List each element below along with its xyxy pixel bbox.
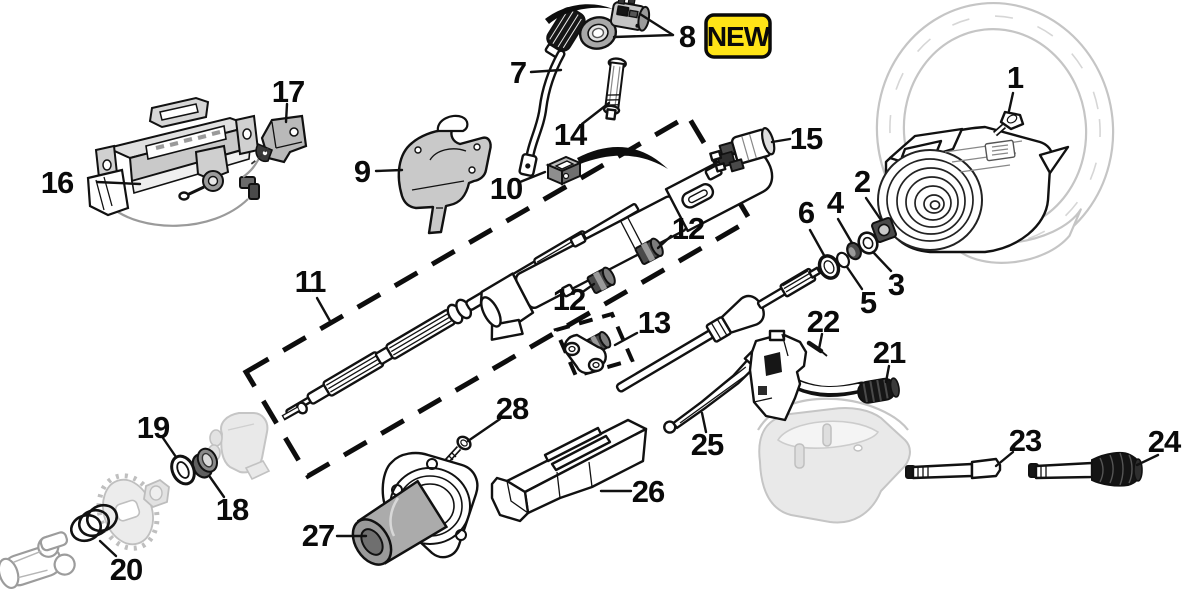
main-column-dashed-box [242, 112, 754, 480]
callout-11[interactable]: 11 [295, 264, 328, 299]
callout-labels: 16 17 7 8 14 10 9 15 1 2 3 4 5 6 11 12 1… [41, 19, 1183, 587]
callout-15[interactable]: 15 [790, 121, 824, 156]
intermediate-shaft [615, 266, 822, 393]
callout-5[interactable]: 5 [860, 285, 878, 320]
part-13-clamp [563, 331, 612, 375]
part-15-ignition-switch [709, 127, 776, 173]
new-badge-label: NEW [707, 21, 771, 52]
callout-8[interactable]: 8 [679, 19, 697, 54]
part-28-bolt [444, 435, 472, 464]
part-18-bearing [191, 447, 218, 479]
callout-4[interactable]: 4 [827, 185, 846, 220]
callout-24[interactable]: 24 [1148, 424, 1183, 459]
callout-12-upper[interactable]: 12 [672, 211, 705, 246]
part-26-channel-bracket [490, 418, 648, 523]
callout-7[interactable]: 7 [510, 55, 527, 90]
callout-22[interactable]: 22 [807, 304, 840, 339]
nut-ghost [143, 478, 170, 509]
part-14-pin [602, 57, 627, 121]
column-jacket [479, 146, 774, 341]
part-23-rod [905, 457, 1002, 480]
part-17-bracket [247, 114, 308, 167]
callout-27[interactable]: 27 [302, 518, 335, 553]
part-8-lock-cylinder [578, 0, 651, 50]
callout-28[interactable]: 28 [496, 391, 530, 426]
callout-26[interactable]: 26 [632, 474, 666, 509]
callout-10[interactable]: 10 [490, 171, 523, 206]
callout-13[interactable]: 13 [638, 305, 672, 340]
new-badge-background [704, 13, 772, 59]
callout-19[interactable]: 19 [137, 410, 171, 445]
callout-2[interactable]: 2 [854, 164, 871, 199]
part-12-bushing-lower [586, 266, 616, 294]
callout-25[interactable]: 25 [691, 427, 725, 462]
part-24-tool [1028, 451, 1143, 487]
part-16-shift-indicator [86, 96, 264, 227]
switch-ghost [207, 412, 271, 481]
callout-23[interactable]: 23 [1009, 423, 1043, 458]
lower-shroud-ghost [757, 397, 911, 524]
part-4-washer [846, 241, 862, 261]
callout-16[interactable]: 16 [41, 165, 75, 200]
swoosh-arrow-top [545, 4, 613, 24]
callout-21[interactable]: 21 [873, 335, 907, 370]
swoosh-arrow-mid [577, 147, 668, 169]
part-3-ring [857, 231, 879, 255]
callout-9[interactable]: 9 [354, 154, 372, 189]
part-27-bearing-retainer [351, 451, 479, 566]
u-joint-ghost [0, 531, 76, 589]
callout-1[interactable]: 1 [1007, 60, 1025, 95]
leader-lines [95, 12, 1160, 558]
callout-3[interactable]: 3 [888, 267, 906, 302]
part-20-spring [69, 503, 119, 543]
new-badge[interactable]: NEW [704, 13, 772, 59]
part-10-clip [545, 155, 583, 186]
callout-17[interactable]: 17 [272, 74, 305, 109]
steering-hub [877, 125, 1070, 254]
part-9-bracket [397, 114, 492, 235]
callout-14[interactable]: 14 [554, 117, 589, 152]
callout-20[interactable]: 20 [110, 552, 143, 587]
part-1-bolt [993, 110, 1025, 137]
small-bolt [281, 401, 308, 421]
callout-18[interactable]: 18 [216, 492, 250, 527]
part-2-nut [871, 217, 897, 243]
clamp-dashed-box [553, 311, 635, 379]
part-21-multifunction-switch [748, 329, 900, 422]
callout-12-lower[interactable]: 12 [553, 282, 586, 317]
callout-6[interactable]: 6 [798, 195, 816, 230]
